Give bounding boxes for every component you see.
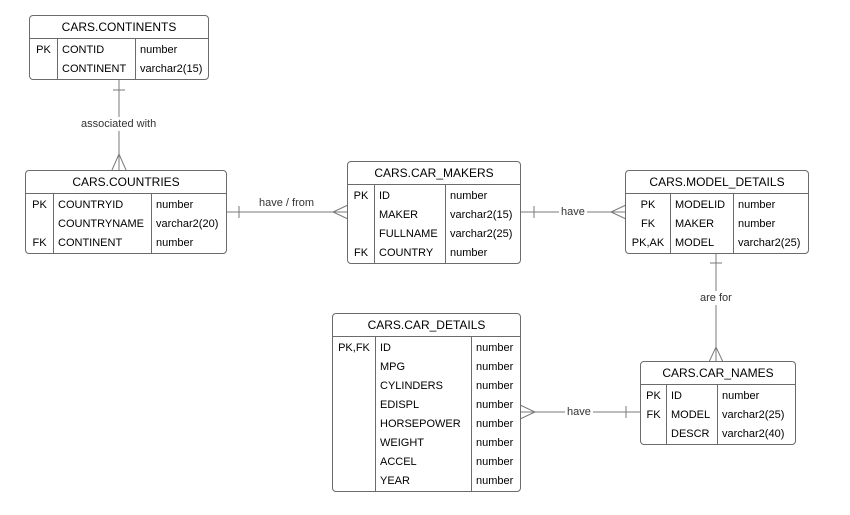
column-name: COUNTRY bbox=[379, 247, 434, 259]
key-cell bbox=[26, 215, 53, 234]
column-type: number bbox=[476, 437, 514, 449]
column-name: ID bbox=[671, 390, 682, 402]
column-type: number bbox=[738, 199, 776, 211]
column-type: number bbox=[476, 380, 514, 392]
column-name: CONTINENT bbox=[58, 237, 123, 249]
column-type: number bbox=[738, 218, 776, 230]
entity-title: CARS.COUNTRIES bbox=[26, 171, 226, 194]
column-type: number bbox=[156, 199, 194, 211]
column-type: number bbox=[476, 361, 514, 373]
column-type: number bbox=[476, 475, 514, 487]
column-name: ID bbox=[380, 342, 391, 354]
entity-car-makers[interactable]: CARS.CAR_MAKERS PK FK ID MAKER FULLNAME … bbox=[347, 161, 521, 264]
many-marker-model-details bbox=[609, 204, 627, 220]
column-type: number bbox=[450, 190, 488, 202]
column-name: FULLNAME bbox=[379, 228, 438, 240]
many-marker-car-names bbox=[708, 345, 724, 363]
key-cell bbox=[641, 425, 666, 444]
entity-title: CARS.MODEL_DETAILS bbox=[626, 171, 808, 194]
column-name: EDISPL bbox=[380, 399, 420, 411]
key-cell bbox=[333, 377, 375, 396]
column-name: CONTINENT bbox=[62, 63, 127, 75]
entity-title: CARS.CAR_NAMES bbox=[641, 362, 795, 385]
column-name: ACCEL bbox=[380, 456, 417, 468]
entity-car-names[interactable]: CARS.CAR_NAMES PK FK ID MODEL DESCR numb… bbox=[640, 361, 796, 445]
column-name: DESCR bbox=[671, 428, 710, 440]
key-cell bbox=[348, 206, 374, 225]
relationship-label-have-details-names: have bbox=[565, 405, 593, 419]
key-cell bbox=[348, 225, 374, 244]
entity-continents[interactable]: CARS.CONTINENTS PK CONTID CONTINENT numb… bbox=[29, 15, 209, 80]
relationship-label-have-makers-models: have bbox=[559, 205, 587, 219]
key-cell bbox=[333, 453, 375, 472]
column-type: number bbox=[476, 456, 514, 468]
column-type: number bbox=[140, 44, 178, 56]
column-name: WEIGHT bbox=[380, 437, 424, 449]
entity-model-details[interactable]: CARS.MODEL_DETAILS PK FK PK,AK MODELID M… bbox=[625, 170, 809, 254]
column-name: ID bbox=[379, 190, 390, 202]
key-cell: FK bbox=[646, 409, 661, 421]
column-type: number bbox=[156, 237, 194, 249]
column-type: varchar2(20) bbox=[156, 218, 219, 230]
key-cell: PK bbox=[640, 199, 656, 211]
key-cell bbox=[333, 415, 375, 434]
entity-title: CARS.CAR_MAKERS bbox=[348, 162, 520, 185]
column-type: varchar2(15) bbox=[450, 209, 513, 221]
entity-title: CARS.CONTINENTS bbox=[30, 16, 208, 39]
key-cell: PK bbox=[353, 190, 369, 202]
column-type: number bbox=[476, 399, 514, 411]
column-type: number bbox=[722, 390, 760, 402]
entity-countries[interactable]: CARS.COUNTRIES PK FK COUNTRYID COUNTRYNA… bbox=[25, 170, 227, 254]
key-cell bbox=[333, 396, 375, 415]
relationship-label-associated-with: associated with bbox=[79, 117, 159, 131]
key-cell: PK,FK bbox=[338, 342, 370, 354]
key-cell bbox=[333, 434, 375, 453]
column-type: number bbox=[476, 342, 514, 354]
key-cell bbox=[333, 358, 375, 377]
column-name: COUNTRYNAME bbox=[58, 218, 144, 230]
key-cell: FK bbox=[32, 237, 47, 249]
column-name: HORSEPOWER bbox=[380, 418, 461, 430]
key-cell: FK bbox=[353, 247, 369, 259]
column-type: varchar2(25) bbox=[450, 228, 513, 240]
key-cell: PK bbox=[646, 390, 661, 402]
column-name: COUNTRYID bbox=[58, 199, 124, 211]
column-type: number bbox=[476, 418, 514, 430]
column-type: number bbox=[450, 247, 488, 259]
column-type: varchar2(25) bbox=[738, 237, 801, 249]
key-cell: PK bbox=[32, 199, 47, 211]
key-cell: PK,AK bbox=[631, 237, 665, 249]
entity-car-details[interactable]: CARS.CAR_DETAILS PK,FK ID MPG CYLINDERS … bbox=[332, 313, 521, 492]
column-type: varchar2(25) bbox=[722, 409, 785, 421]
column-name: MODEL bbox=[675, 237, 715, 249]
column-name: MAKER bbox=[379, 209, 419, 221]
relationship-label-have-from: have / from bbox=[257, 196, 317, 210]
column-name: YEAR bbox=[380, 475, 410, 487]
many-marker-countries bbox=[111, 152, 127, 171]
column-type: varchar2(40) bbox=[722, 428, 785, 440]
entity-title: CARS.CAR_DETAILS bbox=[333, 314, 520, 337]
key-cell bbox=[333, 472, 375, 491]
column-name: MODELID bbox=[675, 199, 726, 211]
column-name: MPG bbox=[380, 361, 406, 373]
key-cell bbox=[30, 60, 57, 79]
relationship-label-are-for: are for bbox=[698, 291, 734, 305]
column-name: CONTID bbox=[62, 44, 105, 56]
many-marker-car-details bbox=[519, 404, 537, 420]
column-name: MODEL bbox=[671, 409, 711, 421]
key-cell: FK bbox=[640, 218, 656, 230]
many-marker-car-makers bbox=[331, 204, 349, 220]
column-type: varchar2(15) bbox=[140, 63, 203, 75]
column-name: CYLINDERS bbox=[380, 380, 443, 392]
key-cell: PK bbox=[36, 44, 51, 56]
column-name: MAKER bbox=[675, 218, 715, 230]
